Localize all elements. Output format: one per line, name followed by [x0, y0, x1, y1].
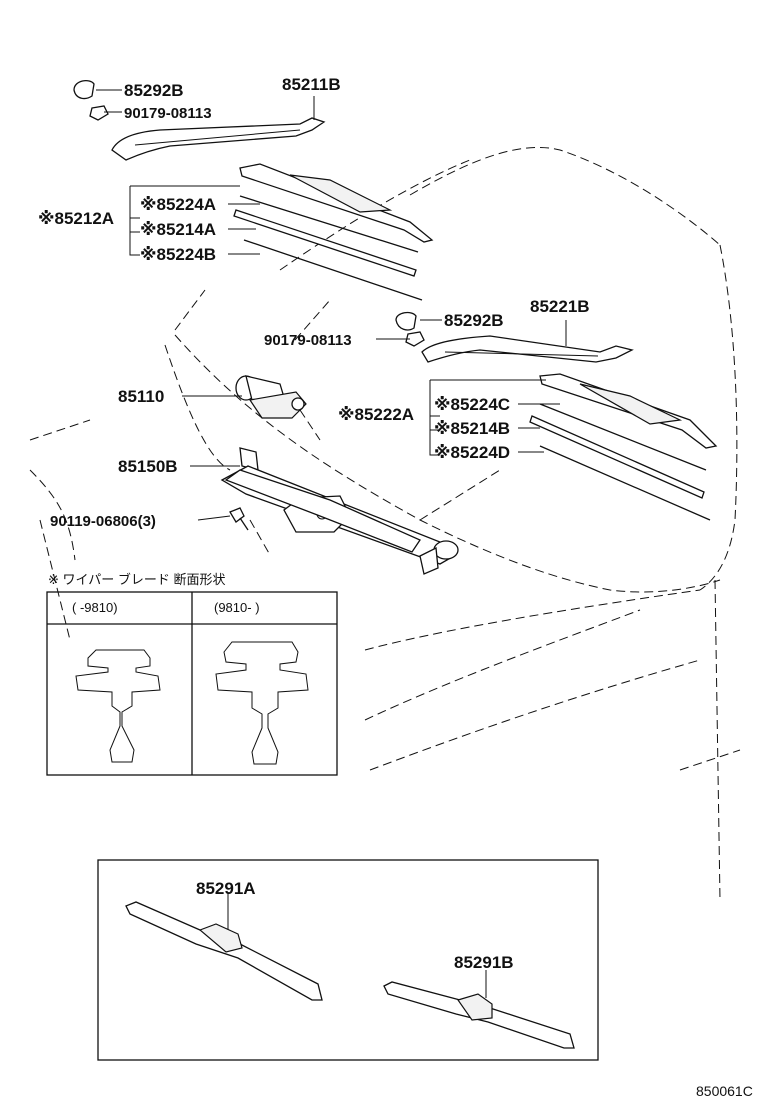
callout-85224c: ※85224C	[434, 395, 510, 414]
callout-blade-assy-lh: ※85212A	[38, 209, 114, 228]
alternate-blade-box: 85291A 85291B	[97, 859, 599, 1061]
leader-lines	[96, 89, 567, 998]
callout-bolt: 90119-06806(3)	[50, 513, 156, 530]
callout-nut-lh: 90179-08113	[124, 105, 212, 122]
lh-wiper-blade	[233, 163, 434, 301]
lh-cap	[73, 79, 95, 100]
figure-reference: 850061C	[696, 1083, 753, 1099]
callout-85292b-lh: 85292B	[124, 81, 184, 100]
callout-nut-rh: 90179-08113	[264, 332, 352, 349]
rh-wiper-blade	[529, 373, 718, 521]
callout-85291b: 85291B	[454, 953, 514, 972]
callout-85292b-rh: 85292B	[444, 311, 504, 330]
callout-85214b: ※85214B	[434, 419, 510, 438]
section-col-1-header: ( -9810)	[72, 600, 118, 615]
section-table: ※ ワイパー ブレード 断面形状 ( -9810) (9810- )	[46, 572, 338, 776]
wiper-link	[220, 447, 459, 575]
callout-85224a: ※85224A	[140, 195, 216, 214]
callout-labels: 85292B 90179-08113 85211B ※85212A ※85224…	[38, 75, 590, 530]
callout-85214a: ※85214A	[140, 220, 216, 239]
rh-wiper-arm	[421, 335, 634, 363]
callout-85224b: ※85224B	[140, 245, 216, 264]
rh-nut	[405, 331, 425, 347]
callout-arm-rh: 85221B	[530, 297, 590, 316]
callout-85224d: ※85224D	[434, 443, 510, 462]
bolt	[229, 507, 249, 531]
wiper-motor	[235, 375, 307, 419]
callout-blade-assy-rh: ※85222A	[338, 405, 414, 424]
rh-cap	[395, 311, 417, 331]
lh-wiper-arm	[111, 117, 326, 161]
vehicle-outline	[29, 146, 741, 901]
callout-arm-lh: 85211B	[282, 75, 341, 94]
lh-nut	[89, 105, 109, 121]
section-col-2-header: (9810- )	[214, 600, 260, 615]
section-profile-early	[75, 649, 161, 763]
section-table-title: ※ ワイパー ブレード 断面形状	[48, 572, 225, 587]
callout-link: 85150B	[118, 457, 178, 476]
section-profile-late	[215, 641, 309, 765]
callout-motor: 85110	[118, 387, 164, 406]
callout-85291a: 85291A	[196, 879, 256, 898]
